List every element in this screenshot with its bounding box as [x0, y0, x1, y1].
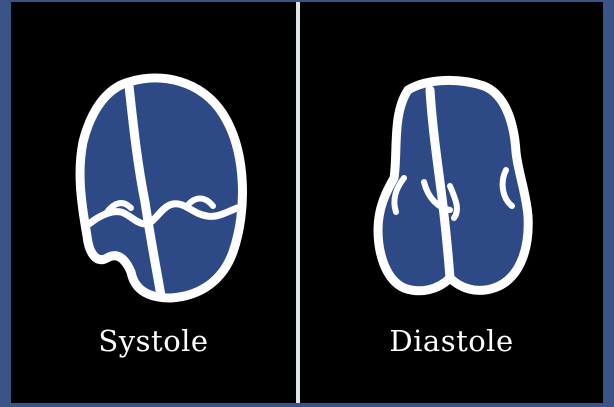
- diastole-caption: Diastole: [300, 324, 603, 358]
- systole-panel: Systole: [11, 2, 296, 403]
- systole-heart-outline: [80, 78, 242, 298]
- diastole-panel: Diastole: [300, 2, 603, 403]
- systole-caption: Systole: [11, 324, 296, 358]
